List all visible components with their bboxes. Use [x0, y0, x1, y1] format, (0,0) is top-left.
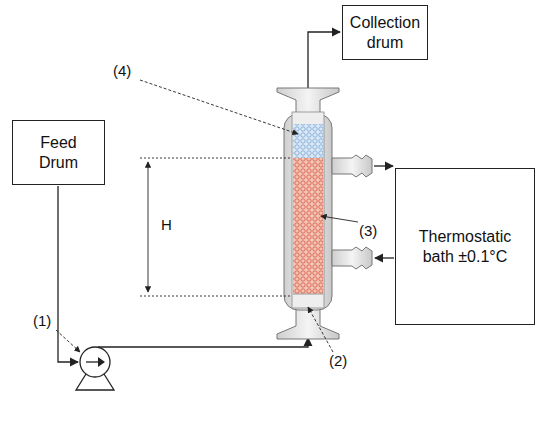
- box-text: Feed Drum: [19, 133, 98, 171]
- feed-line: [58, 186, 78, 362]
- callout-number: (4): [112, 62, 132, 79]
- collection-drum-box: Collection drum: [342, 5, 428, 60]
- box-text: Thermostatic bath ±0.1°C: [402, 227, 528, 265]
- dimension-label: H: [160, 216, 173, 233]
- height-dimension: [140, 158, 292, 296]
- outlet-line: [308, 32, 340, 90]
- callout-number: (2): [328, 352, 348, 369]
- box-text: Collection drum: [349, 13, 421, 51]
- thermostatic-bath-box: Thermostatic bath ±0.1°C: [395, 168, 535, 325]
- pump-symbol: [76, 347, 114, 390]
- callout-number: (1): [32, 312, 52, 329]
- jacket-in-line: [375, 257, 394, 258]
- column-glass: [277, 88, 372, 339]
- jacket-out-line: [374, 165, 393, 166]
- feed-drum-box: Feed Drum: [12, 120, 105, 185]
- callout-number: (3): [358, 222, 378, 239]
